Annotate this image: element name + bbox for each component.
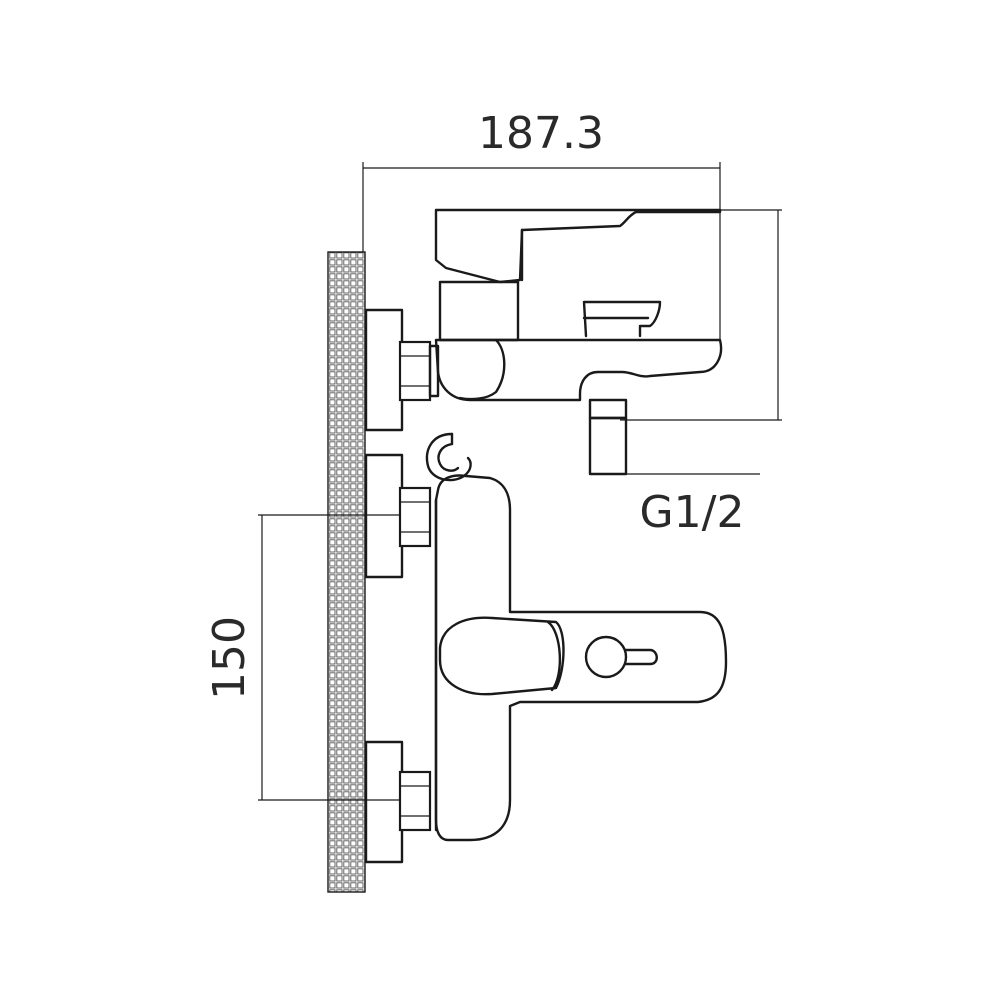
thread-dimension-label: G1/2 [640,487,745,538]
spout-outlet [588,398,628,476]
spacing-dimension: 150 [204,514,408,801]
upper-wall-connector [364,308,440,432]
diverter-lever [434,208,722,342]
spout-body [434,300,723,402]
mixer-handle [438,616,658,696]
lower-wall-connector [364,740,432,864]
spout-height-dimension [620,209,782,421]
shower-holder-hook [425,432,472,482]
middle-wall-connector [364,453,432,579]
thread-dimension: G1/2 [590,473,760,538]
wall-section [327,251,366,893]
width-dimension-label: 187.3 [478,108,604,159]
width-dimension: 187.3 [362,108,721,340]
spacing-dimension-label: 150 [204,616,255,700]
mixer-body [434,474,728,842]
